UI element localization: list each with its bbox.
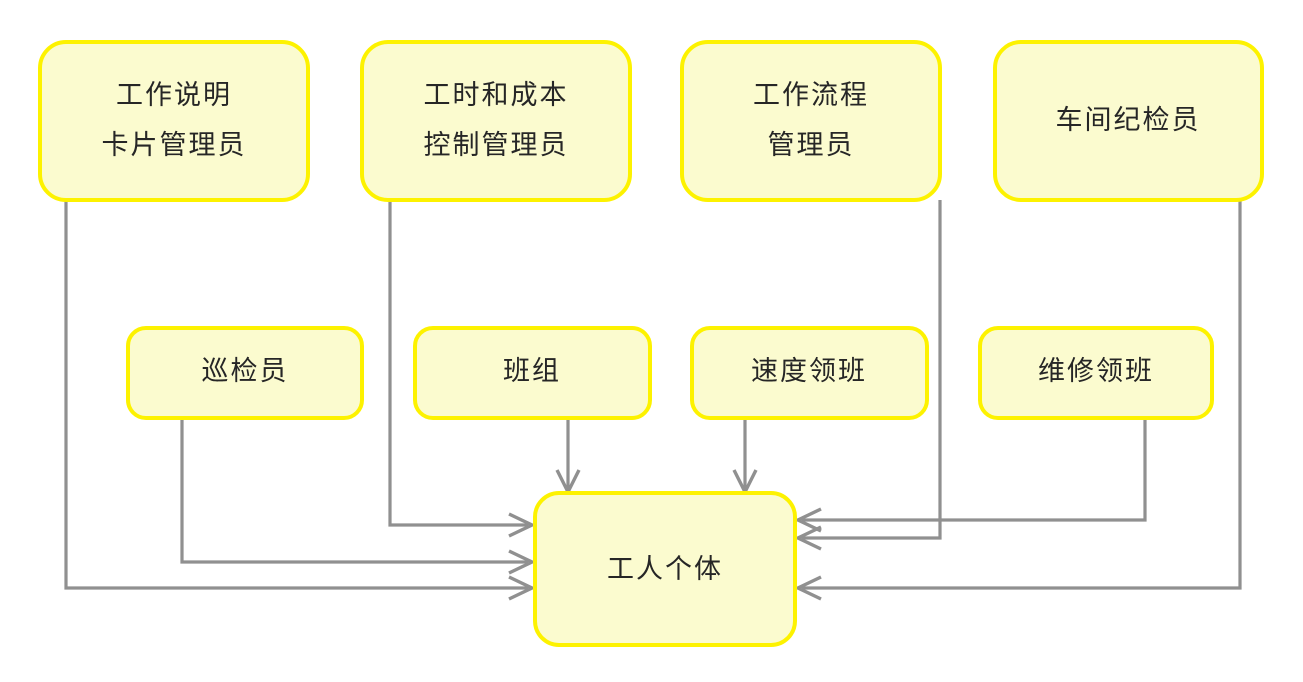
edge-routing-clerk-to-worker (802, 200, 942, 540)
node-label-line1: 工人个体 (607, 554, 723, 584)
node-job-instruction-card-clerk[interactable]: 工作说明 卡片管理员 (38, 40, 310, 202)
node-inspector[interactable]: 巡检员 (126, 326, 364, 420)
node-shop-disciplinarian[interactable]: 车间纪检员 (993, 40, 1264, 202)
node-work-crew[interactable]: 班组 (413, 326, 652, 420)
connector-layer (64, 200, 1242, 601)
node-label-line1: 工作说明 (116, 80, 232, 110)
node-box[interactable] (690, 326, 929, 420)
edge-shop-disciplinarian-to-worker (802, 200, 1242, 590)
node-label-line2: 控制管理员 (424, 130, 569, 160)
node-label-line2: 卡片管理员 (102, 130, 247, 160)
arrowhead-left-1 (508, 512, 536, 538)
arrowhead-right-2 (794, 525, 822, 551)
node-box[interactable] (38, 40, 310, 202)
node-box[interactable] (413, 326, 652, 420)
node-speed-boss[interactable]: 速度领班 (690, 326, 929, 420)
edge-time-and-cost-control-clerk-to-worker (388, 200, 528, 527)
node-time-and-cost-control-clerk[interactable]: 工时和成本 控制管理员 (360, 40, 632, 202)
node-label-line1: 维修领班 (1038, 356, 1154, 386)
edge-job-instruction-card-clerk-to-worker (64, 200, 528, 590)
node-label-line1: 车间纪检员 (1056, 105, 1201, 135)
node-repair-boss[interactable]: 维修领班 (978, 326, 1214, 420)
node-label-line2: 管理员 (768, 130, 855, 160)
node-individual-worker[interactable]: 工人个体 (533, 491, 797, 647)
edge-repair-boss-to-worker (802, 418, 1147, 522)
arrowhead-left-2 (508, 549, 536, 575)
node-label-line1: 工时和成本 (424, 80, 569, 110)
edge-inspector-to-worker (180, 418, 528, 564)
node-label-line1: 工作流程 (753, 80, 869, 110)
node-box[interactable] (993, 40, 1264, 202)
arrowhead-left-3 (508, 575, 536, 601)
node-box[interactable] (360, 40, 632, 202)
arrowhead-right-3 (794, 575, 822, 601)
node-routing-clerk[interactable]: 工作流程 管理员 (680, 40, 942, 202)
node-box[interactable] (533, 491, 797, 647)
node-box[interactable] (126, 326, 364, 420)
node-box[interactable] (978, 326, 1214, 420)
node-label-line1: 巡检员 (202, 356, 289, 386)
node-label-line1: 速度领班 (751, 356, 867, 386)
arrowhead-right-1 (794, 507, 822, 533)
node-label-line1: 班组 (503, 356, 561, 386)
node-box[interactable] (680, 40, 942, 202)
